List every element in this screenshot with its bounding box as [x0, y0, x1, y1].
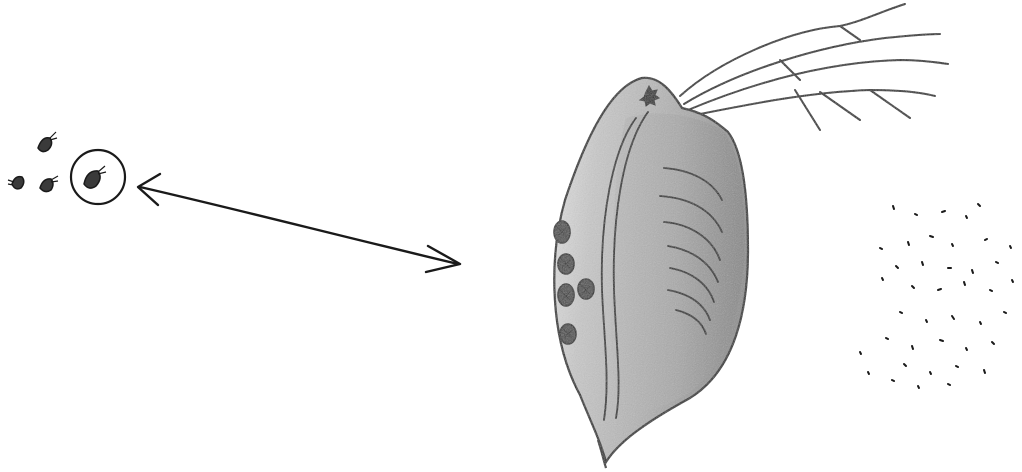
double-headed-arrow [138, 174, 460, 272]
inner-body [611, 114, 744, 412]
tiny-daphnia-1 [38, 132, 57, 152]
egg [578, 279, 594, 299]
highlighted-daphnia [71, 150, 125, 204]
antennae [680, 4, 948, 130]
tiny-daphnia-2 [8, 177, 24, 189]
large-daphnia [554, 4, 948, 468]
tiny-daphnia-3 [40, 176, 58, 192]
algae-particles [860, 204, 1013, 388]
arrow-head-right [426, 246, 460, 272]
egg [558, 284, 574, 306]
small-daphnia-group [8, 132, 125, 204]
arrow-shaft [140, 187, 458, 264]
